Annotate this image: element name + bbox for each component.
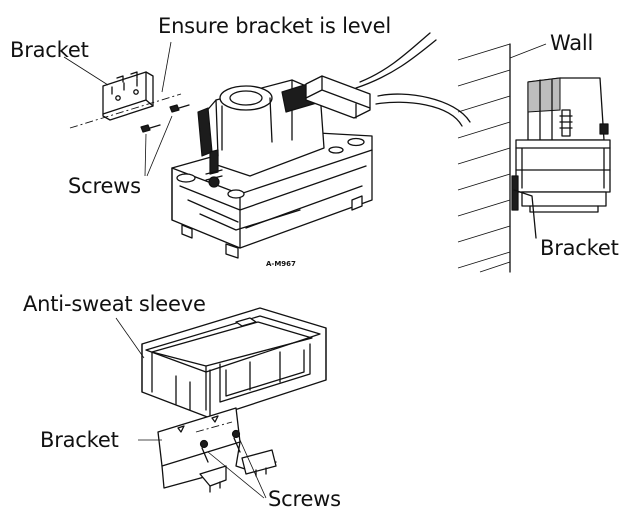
wall-label: Wall: [550, 31, 594, 55]
bracket-label-bottom: Bracket: [40, 428, 119, 452]
wall-bracket-exploded: [63, 41, 190, 177]
part-code-label: A-M967: [266, 260, 296, 268]
pump-side-view-on-wall: [457, 43, 611, 273]
screws-label-top: Screws: [68, 174, 141, 198]
condensate-pump: [171, 32, 471, 259]
bracket-label-top: Bracket: [10, 38, 89, 62]
anti-sweat-sleeve: [115, 307, 327, 419]
screws-label-bottom: Screws: [268, 487, 341, 511]
ensure-bracket-level-label: Ensure bracket is level: [158, 14, 392, 38]
sleeve-bracket: [138, 407, 277, 499]
bracket-label-side: Bracket: [540, 236, 619, 260]
anti-sweat-sleeve-label: Anti-sweat sleeve: [23, 292, 206, 316]
